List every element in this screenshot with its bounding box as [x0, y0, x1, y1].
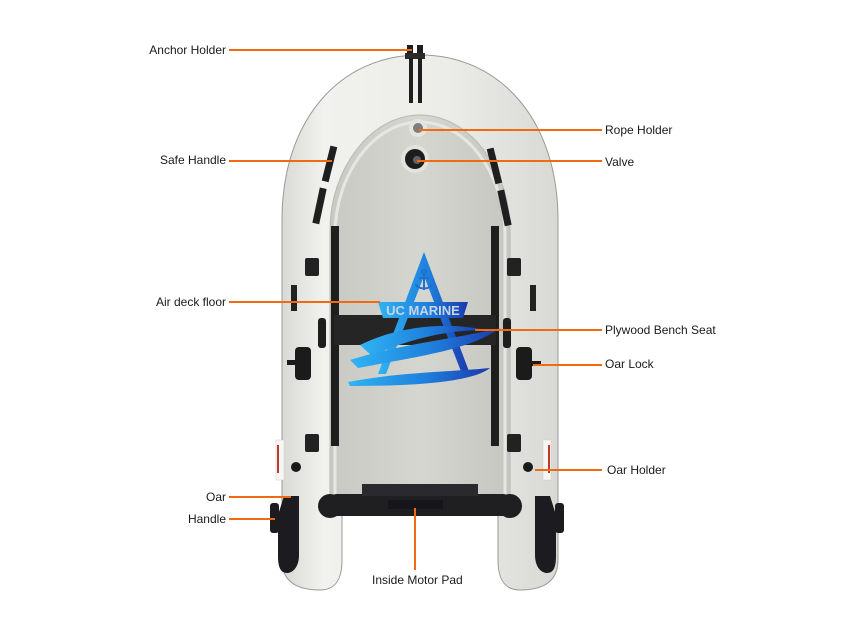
- callout-rope-holder-label: Rope Holder: [605, 123, 673, 137]
- callout-handle-label: Handle: [187, 512, 226, 526]
- valve: [401, 145, 429, 173]
- callout-safe-handle-line: [229, 160, 332, 162]
- logo-text: UC MARINE: [386, 303, 460, 318]
- callout-safe-handle-label: Safe Handle: [159, 153, 226, 167]
- tube-labels: [275, 439, 552, 481]
- callout-oar-holder-label: Oar Holder: [607, 463, 666, 477]
- tube-pads: [291, 258, 536, 452]
- callout-air-deck-floor-line: [229, 301, 380, 303]
- uc-marine-logo: UC MARINE: [348, 252, 500, 386]
- callout-anchor-holder-line: [229, 49, 412, 51]
- callout-inside-motor-pad-label: Inside Motor Pad: [372, 573, 463, 587]
- callout-handle-line: [229, 518, 275, 520]
- callout-oar-holder-line: [535, 469, 602, 471]
- oar-holders: [291, 462, 533, 472]
- rope-holder: [409, 119, 427, 137]
- safe-handles: [312, 145, 512, 227]
- callout-valve-line: [417, 160, 602, 162]
- callout-plywood-bench-seat-line: [475, 329, 602, 331]
- callout-anchor-holder-label: Anchor Holder: [149, 43, 226, 57]
- oar-locks: [287, 347, 541, 380]
- callout-oar-line: [229, 496, 291, 498]
- callout-oar-label: Oar: [205, 490, 226, 504]
- callout-oar-lock-label: Oar Lock: [605, 357, 654, 371]
- inside-motor-pad: [318, 484, 522, 518]
- callout-plywood-bench-seat-label: Plywood Bench Seat: [605, 323, 716, 337]
- anchor-icon: [415, 269, 433, 290]
- callout-oar-lock-line: [533, 364, 602, 366]
- callout-air-deck-floor-label: Air deck floor: [155, 295, 226, 309]
- callout-inside-motor-pad-line: [414, 508, 416, 570]
- oars: [270, 496, 564, 573]
- callout-valve-label: Valve: [605, 155, 635, 169]
- callout-rope-holder-line: [418, 129, 602, 131]
